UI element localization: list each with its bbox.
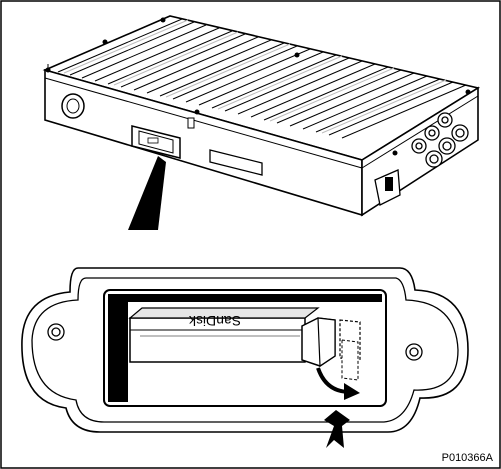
card-brand-text: SanDisk [188, 313, 241, 329]
push-arrow [324, 410, 350, 448]
detail-view: SanDisk [21, 267, 469, 448]
fin-shading [63, 19, 447, 134]
name-plate [209, 149, 263, 176]
front-face-ledge [44, 77, 363, 169]
flash-card [128, 307, 320, 363]
antenna-connectors [411, 112, 469, 168]
top-bolts [45, 17, 471, 156]
detail-pointer [128, 156, 166, 230]
card-slot-cover [131, 125, 181, 159]
figure-id-label: P010366A [441, 452, 493, 464]
radio-unit [42, 15, 481, 217]
ejector-latch [301, 317, 361, 381]
heatsink-fins [57, 18, 467, 139]
recess-wall [108, 294, 128, 402]
mounting-holes [47, 323, 423, 361]
